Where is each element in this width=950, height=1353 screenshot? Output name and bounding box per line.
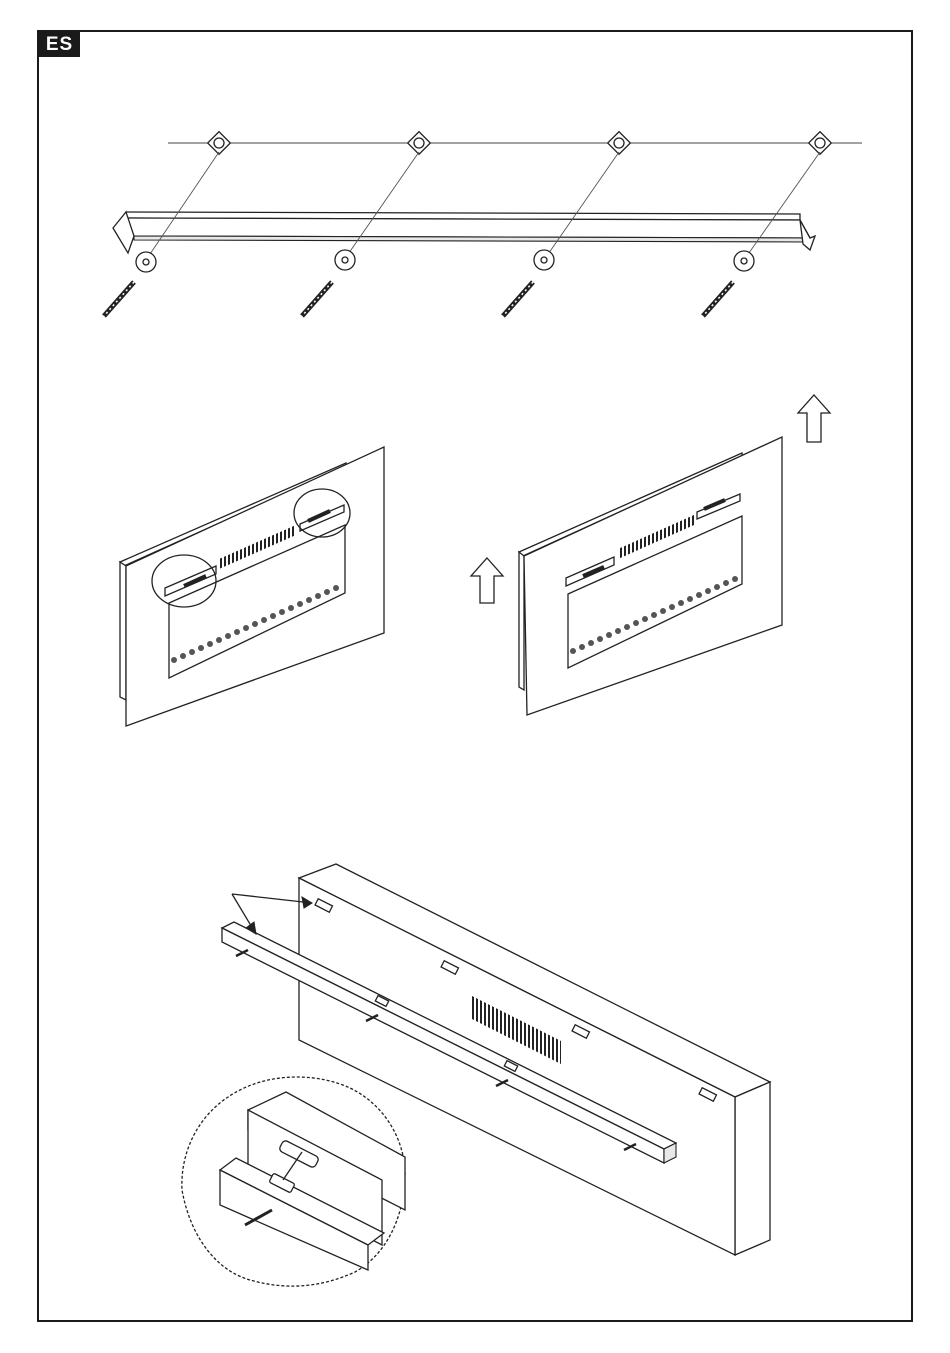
wall-anchor-2 xyxy=(408,132,431,155)
screw-1 xyxy=(104,282,134,316)
washer-4 xyxy=(734,251,754,271)
screw-3 xyxy=(503,282,533,316)
wall-anchor-4 xyxy=(809,132,832,155)
figure-fireplace-left xyxy=(120,447,384,726)
wall-bracket-rail xyxy=(113,212,815,253)
figure-fireplace-right xyxy=(471,395,830,715)
washer-3 xyxy=(534,250,554,270)
fireplace-box-side xyxy=(735,1082,770,1255)
wall-anchor-1 xyxy=(208,132,231,155)
figure-back-alignment xyxy=(182,864,770,1286)
washer-1 xyxy=(136,252,156,272)
lift-arrow-left xyxy=(471,558,503,603)
wall-anchor-3 xyxy=(608,132,631,155)
screw-2 xyxy=(302,282,332,316)
alignment-line-2 xyxy=(344,152,419,260)
screw-4 xyxy=(703,282,733,316)
fireplace-side xyxy=(120,562,126,700)
alignment-line-1 xyxy=(146,152,219,260)
lift-arrow-right xyxy=(798,395,830,442)
washer-2 xyxy=(335,250,355,270)
figure-wall-bracket xyxy=(104,132,862,316)
alignment-line-3 xyxy=(544,152,619,260)
fireplace-side-2 xyxy=(519,552,524,690)
zoom-detail xyxy=(182,1077,405,1286)
